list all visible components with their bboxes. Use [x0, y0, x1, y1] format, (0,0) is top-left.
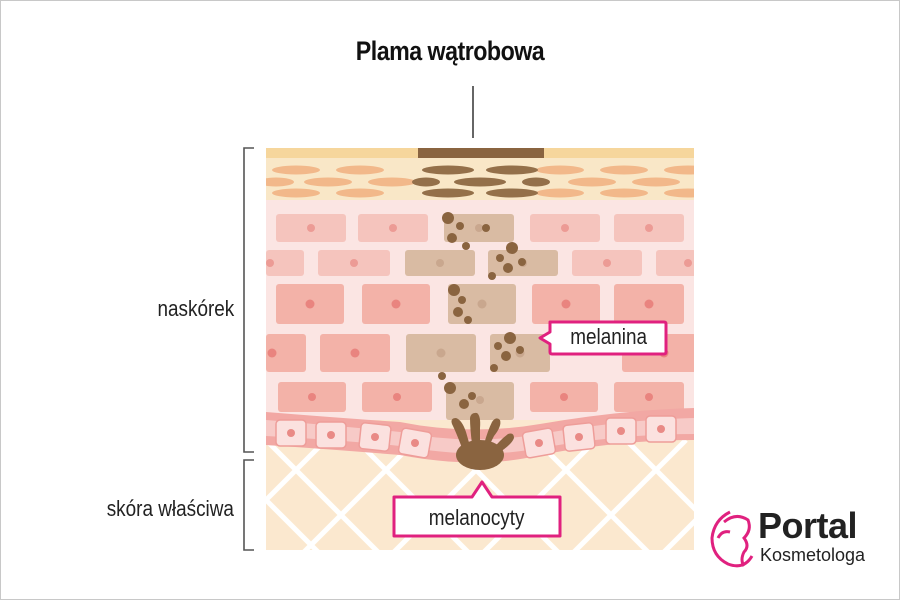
stratum-corneum: [266, 148, 694, 200]
epidermis-bracket: [243, 147, 254, 453]
melanocyte: [451, 412, 514, 470]
diagram-title: Plama wątrobowa: [355, 36, 545, 66]
dermis-bracket: [243, 459, 254, 551]
melanin-granules: [438, 212, 526, 409]
logo-name: Portal: [758, 505, 858, 546]
cell-row-3: [276, 284, 684, 324]
cell-row-5: [278, 382, 684, 420]
melanina-callout-box: [538, 320, 668, 356]
dermis-label: skóra właściwa: [106, 496, 234, 521]
melanin-callout-label: melanina: [570, 324, 648, 349]
portal-kosmetologa-logo-mark: [710, 510, 754, 568]
melanocytes-callout-label: melanocyty: [429, 505, 525, 530]
logo-subtitle: Kosmetologa: [760, 545, 866, 565]
melanocyty-callout-box: [392, 480, 562, 538]
epidermis-label: naskórek: [157, 296, 234, 321]
cell-row-1: [276, 214, 684, 242]
